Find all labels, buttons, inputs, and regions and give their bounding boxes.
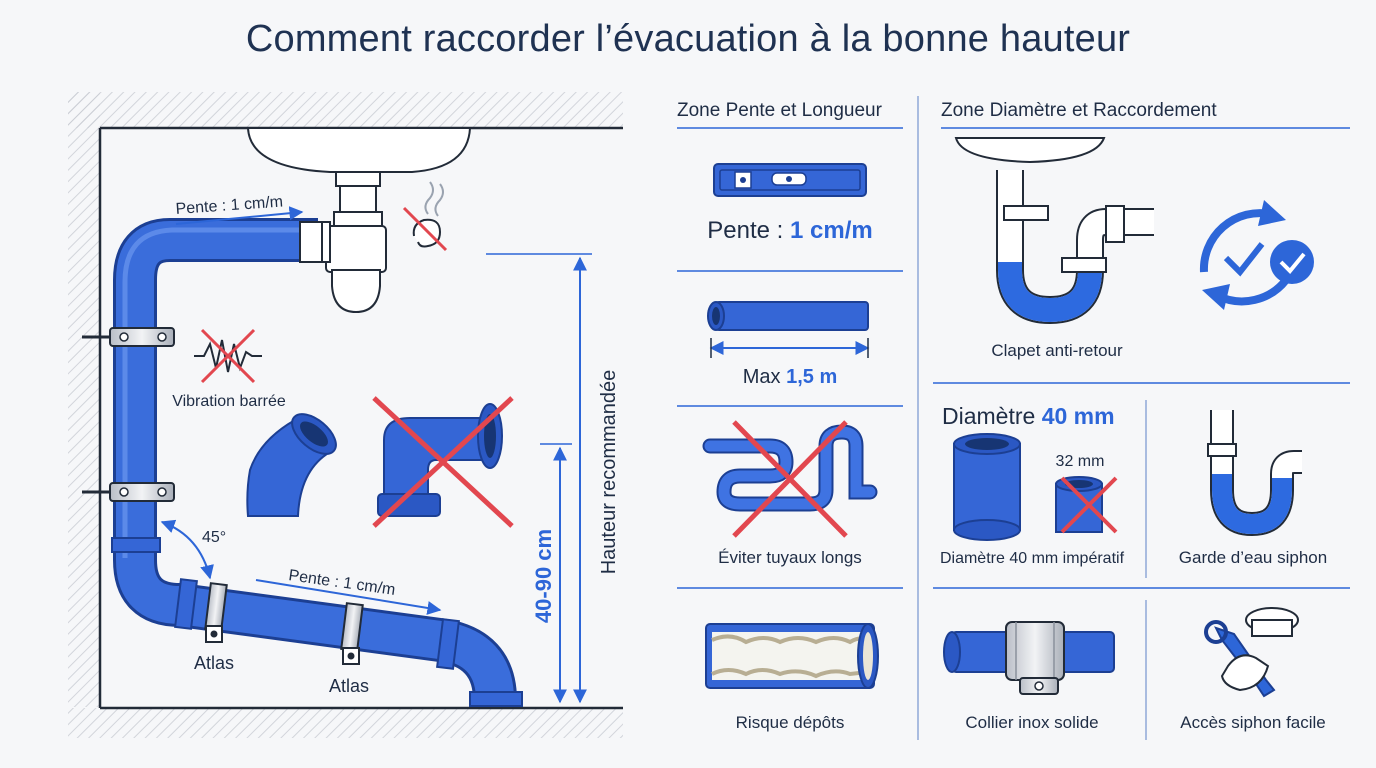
atlas-clamp-1	[204, 582, 228, 643]
deposit-pipe-icon	[705, 623, 879, 689]
eviter-label: Éviter tuyaux longs	[718, 548, 862, 567]
atlas-label-1: Atlas	[194, 653, 234, 673]
atlas-label-2: Atlas	[329, 676, 369, 696]
pipe-length-icon	[707, 301, 870, 358]
collier-label: Collier inox solide	[965, 713, 1098, 732]
wrench-hand-icon	[1204, 607, 1299, 698]
angle-label: 45°	[202, 529, 226, 546]
small-diam-label: 32 mm	[1056, 453, 1105, 470]
page-title: Comment raccorder l’évacuation à la bonn…	[245, 18, 1131, 60]
zone-2-title: Zone Diamètre et Raccordement	[941, 100, 1217, 121]
wall-clamp-2	[82, 482, 175, 502]
zone-1-title: Zone Pente et Longueur	[677, 100, 883, 121]
wall-clamp-1	[82, 327, 175, 347]
acces-label: Accès siphon facile	[1180, 713, 1326, 732]
garde-label: Garde d’eau siphon	[1179, 548, 1327, 567]
max-length-label: Max 1,5 m	[743, 366, 838, 388]
elbow-45-icon	[246, 413, 337, 517]
level-icon	[713, 163, 867, 197]
pente-value-label: Pente : 1 cm/m	[707, 217, 872, 244]
trap-seal-icon	[1207, 410, 1302, 537]
left-panel: Pente : 1 cm/m Pente : 1 cm/m Vibration …	[68, 92, 623, 738]
check-valve-trap-icon	[954, 137, 1154, 325]
diameter-40-icon	[953, 433, 1021, 541]
vibration-crossed-icon	[194, 328, 262, 384]
risque-label: Risque dépôts	[736, 713, 845, 732]
vibration-label: Vibration barrée	[172, 393, 286, 410]
height-range-label: 40-90 cm	[531, 529, 556, 623]
clamp-icon	[943, 621, 1115, 695]
diametre-caption: Diamètre 40 mm impératif	[940, 550, 1125, 567]
clapet-label: Clapet anti-retour	[991, 341, 1123, 360]
diameter-32-crossed-icon	[1055, 476, 1118, 534]
height-label: Hauteur recommandée	[598, 370, 620, 575]
drain-pipe	[111, 218, 523, 707]
atlas-clamp-2	[340, 602, 364, 665]
elbow-90-crossed-icon	[372, 396, 514, 528]
long-pipe-crossed-icon	[702, 420, 878, 538]
cycle-check-icon	[1199, 200, 1314, 310]
diametre-title: Diamètre 40 mm	[942, 403, 1115, 429]
smell-crossed-icon	[402, 181, 448, 252]
right-panel: Zone Pente et Longueur Zone Diamètre et …	[677, 96, 1350, 740]
